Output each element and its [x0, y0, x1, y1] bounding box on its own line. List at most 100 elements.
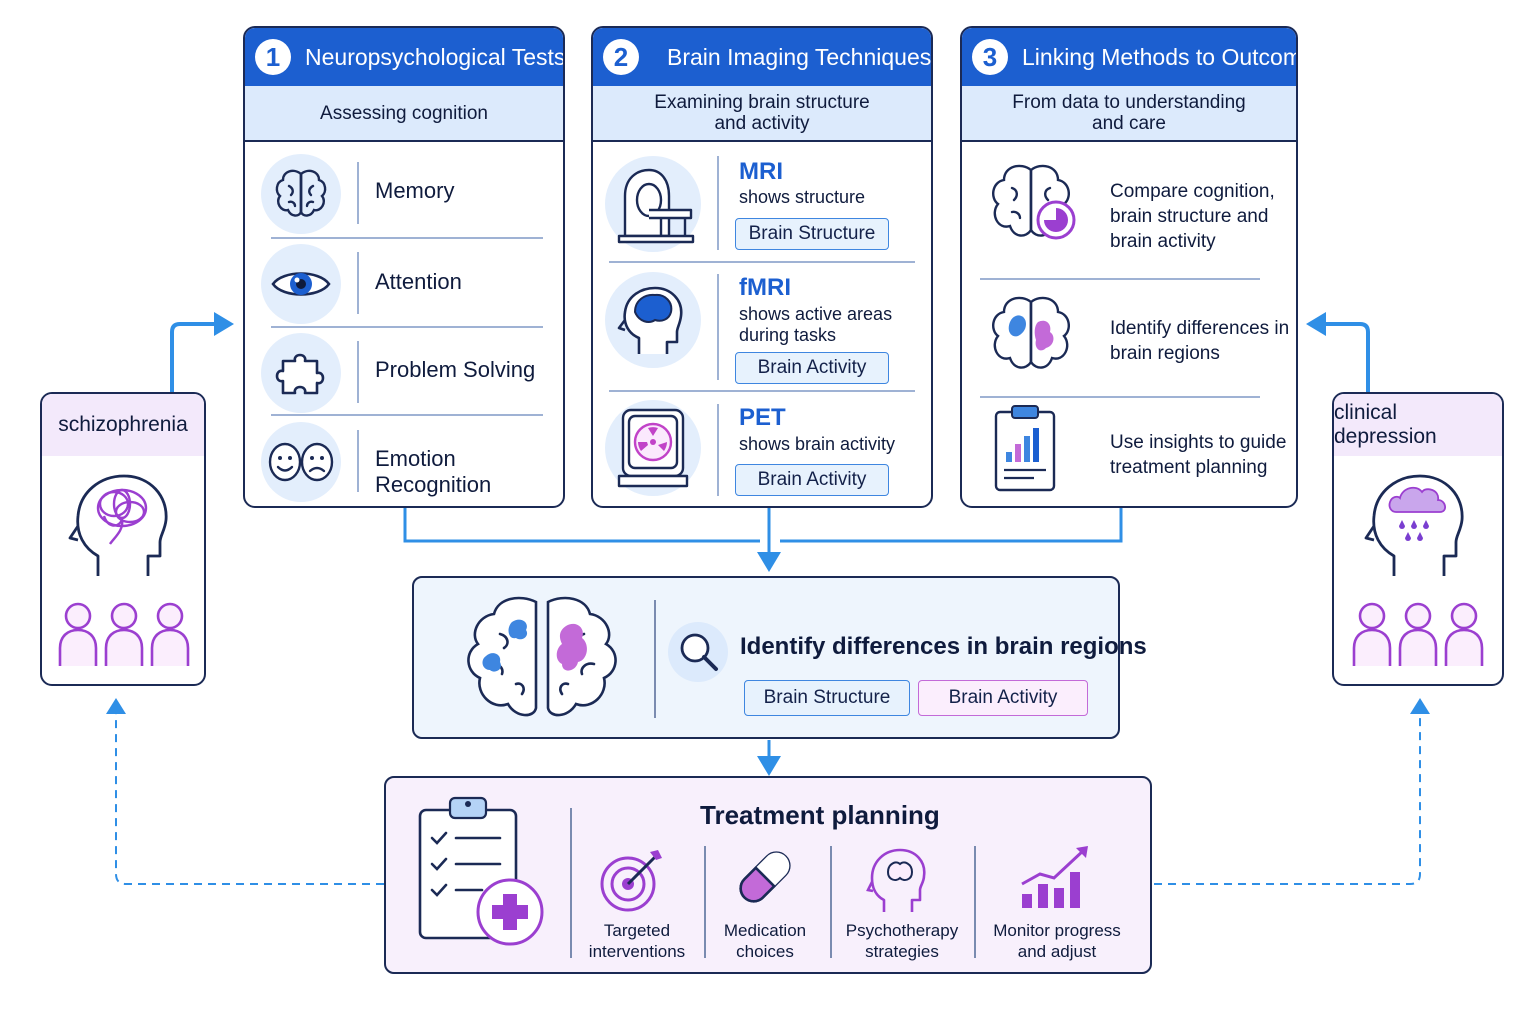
subtitle-line: and care	[1092, 113, 1166, 134]
magnifier-icon	[668, 622, 728, 682]
treatment-label-line: Monitor progress	[993, 921, 1121, 940]
brain-icon	[261, 154, 341, 234]
treatment-title: Treatment planning	[700, 800, 940, 830]
identify-differences-box: Identify differences in brain regions Br…	[412, 576, 1147, 739]
treatment-item-medication: Medication choices	[712, 920, 818, 962]
condition-title: schizophrenia	[42, 394, 204, 456]
treatment-label-line: interventions	[588, 942, 686, 961]
panel-linking-methods: 3 Linking Methods to Outcomes From data …	[960, 26, 1298, 508]
divider	[570, 808, 572, 958]
divider	[717, 156, 719, 250]
item-emotion-recognition: Emotion Recognition	[375, 446, 492, 497]
divider	[357, 430, 359, 492]
bar-chart-icon	[1018, 842, 1094, 912]
brain-comparison-icon	[450, 590, 630, 726]
divider	[980, 278, 1260, 280]
people-group-icon	[56, 598, 194, 668]
pill-icon	[732, 844, 798, 910]
divider	[980, 396, 1260, 398]
condition-card-depression: clinical depression	[1332, 392, 1504, 686]
tag-brain-activity: Brain Activity	[918, 680, 1088, 716]
divider	[271, 414, 543, 416]
brain-chart-icon	[976, 156, 1086, 266]
treatment-label-line: Psychotherapy	[845, 921, 959, 940]
panel-title: Neuropsychological Tests	[305, 43, 565, 70]
clipboard-chart-icon	[984, 404, 1074, 496]
panel-header: 1 Neuropsychological Tests	[245, 28, 563, 86]
panel-subtitle: Assessing cognition	[245, 86, 563, 142]
subtitle-line: From data to understanding	[1012, 92, 1246, 113]
treatment-item-psychotherapy: Psychotherapy strategies	[842, 920, 962, 962]
technique-desc: shows structure	[739, 187, 866, 207]
tangled-head-icon	[64, 464, 184, 584]
panel-title: Linking Methods to Outcomes	[1022, 43, 1298, 70]
link-item-use-insights: Use insights to guide treatment planning	[1110, 430, 1286, 480]
link-item-compare: Compare cognition, brain structure and b…	[1110, 179, 1275, 254]
divider	[717, 274, 719, 380]
panel-subtitle: Examining brain structure and activity	[593, 86, 931, 142]
link-text-line: Use insights to guide	[1110, 432, 1287, 453]
panel-brain-imaging: 2 Brain Imaging Techniques Examining bra…	[591, 26, 933, 508]
link-text-line: brain regions	[1110, 343, 1220, 364]
treatment-item-monitor: Monitor progress and adjust	[982, 920, 1132, 962]
panel-title: Brain Imaging Techniques	[667, 43, 932, 70]
step-number: 2	[603, 39, 639, 75]
step-number: 1	[255, 39, 291, 75]
divider	[974, 846, 976, 958]
middle-title: Identify differences in brain regions	[740, 633, 1147, 660]
treatment-label-line: Medication	[723, 921, 807, 940]
technique-desc: shows active areas	[739, 304, 893, 324]
divider	[609, 390, 915, 392]
item-problem-solving: Problem Solving	[375, 357, 536, 382]
treatment-label-line: and adjust	[1017, 942, 1097, 961]
brain-regions-icon	[976, 288, 1086, 398]
divider	[609, 261, 915, 263]
tag-brain-activity: Brain Activity	[735, 464, 889, 496]
item-attention: Attention	[375, 269, 462, 294]
technique-name: fMRI	[739, 274, 791, 301]
item-memory: Memory	[375, 178, 455, 203]
subtitle-text: Assessing cognition	[320, 102, 488, 124]
panel-header: 2 Brain Imaging Techniques	[593, 28, 931, 86]
condition-card-schizophrenia: schizophrenia	[40, 392, 206, 686]
link-text-line: brain structure and	[1110, 206, 1269, 227]
cloud-head-icon	[1360, 464, 1480, 584]
divider	[717, 404, 719, 496]
divider	[271, 237, 543, 239]
tag-brain-activity: Brain Activity	[735, 352, 889, 384]
divider	[357, 162, 359, 224]
treatment-label-line: strategies	[865, 942, 939, 961]
divider	[357, 252, 359, 314]
tag-brain-structure: Brain Structure	[744, 680, 910, 716]
panel-neuropsych-tests: 1 Neuropsychological Tests Assessing cog…	[243, 26, 565, 508]
subtitle-line: and activity	[714, 113, 810, 134]
step-number: 3	[972, 39, 1008, 75]
psychotherapy-head-icon	[866, 844, 932, 914]
mri-scanner-icon	[605, 156, 701, 252]
divider	[704, 846, 706, 958]
eye-icon	[261, 244, 341, 324]
link-item-identify: Identify differences in brain regions	[1110, 316, 1289, 366]
puzzle-icon	[261, 333, 341, 413]
treatment-label-line: choices	[736, 942, 794, 961]
subtitle-line: Examining brain structure	[654, 92, 870, 113]
link-text-line: Compare cognition,	[1110, 181, 1275, 202]
panel-header: 3 Linking Methods to Outcomes	[962, 28, 1296, 86]
technique-desc: shows brain activity	[739, 434, 896, 454]
treatment-item-targeted: Targeted interventions	[582, 920, 692, 962]
divider	[830, 846, 832, 958]
link-text-line: Identify differences in	[1110, 318, 1290, 339]
divider	[357, 341, 359, 403]
target-icon	[596, 848, 666, 914]
condition-title: clinical depression	[1334, 394, 1502, 456]
technique-desc: during tasks	[739, 325, 837, 345]
head-brain-icon	[605, 272, 701, 368]
clipboard-medical-icon	[412, 792, 548, 948]
technique-name: MRI	[739, 158, 783, 185]
link-text-line: brain activity	[1110, 231, 1216, 252]
tag-brain-structure: Brain Structure	[735, 218, 889, 250]
divider	[654, 600, 656, 718]
treatment-planning-box: Treatment planning Targeted intervention…	[384, 776, 1152, 974]
link-text-line: treatment planning	[1110, 457, 1268, 478]
